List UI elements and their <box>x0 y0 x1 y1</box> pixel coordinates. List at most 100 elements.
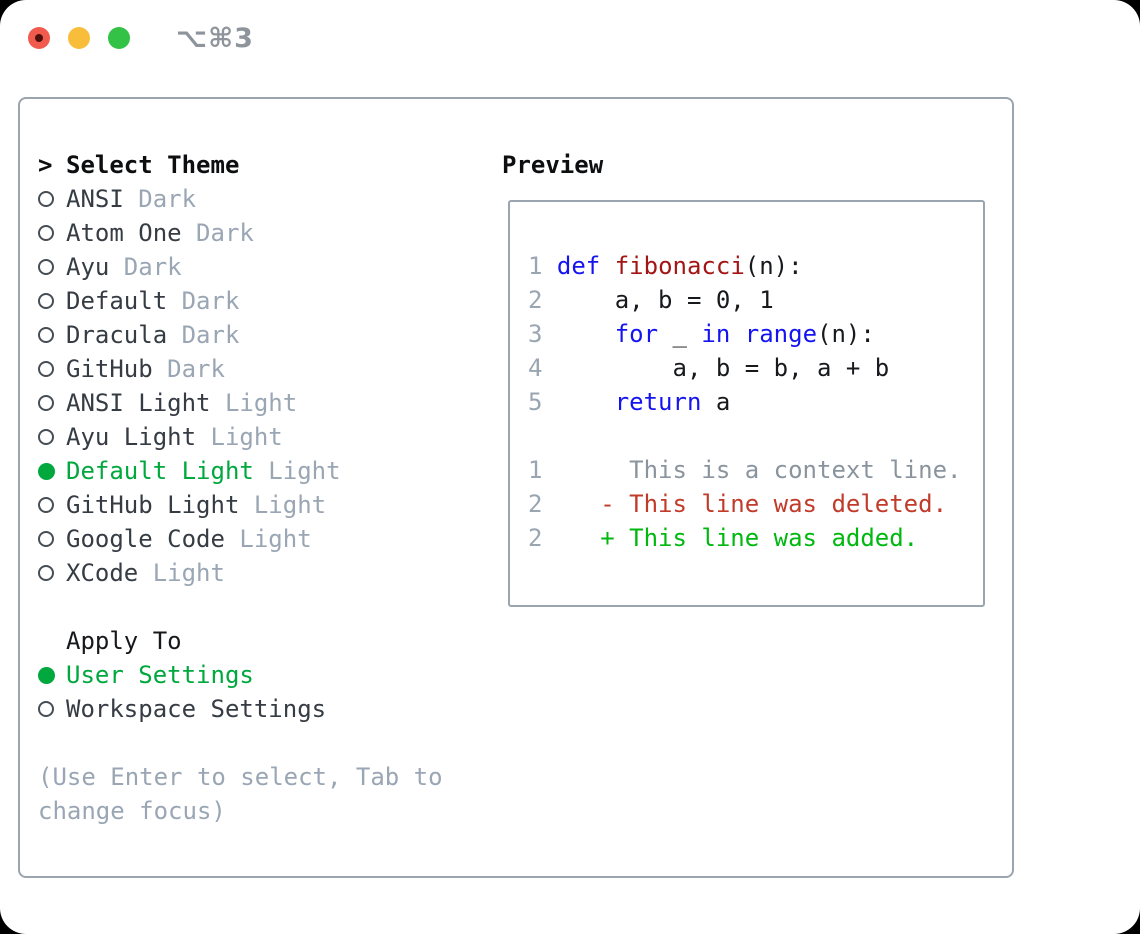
option-label: GitHub <box>66 355 153 383</box>
radio-unselected-icon <box>38 395 54 411</box>
code-segment-num: 4 <box>528 354 557 382</box>
code-segment-plain <box>557 320 615 348</box>
spacer-row <box>38 590 488 624</box>
select-theme-header: > Select Theme <box>38 148 488 182</box>
theme-option[interactable]: Google Code Light <box>38 522 488 556</box>
apply-to-title: Apply To <box>66 627 182 655</box>
radio-unselected-icon <box>38 701 54 717</box>
radio-unselected-icon <box>38 259 54 275</box>
option-label: Default Light <box>66 457 254 485</box>
theme-option[interactable]: Default Dark <box>38 284 488 318</box>
theme-variant-label: Dark <box>167 287 240 315</box>
code-line: 3 for _ in range(n): <box>528 317 983 351</box>
code-segment-num: 2 <box>528 490 543 518</box>
option-label: ANSI <box>66 185 124 213</box>
code-segment-kw: for <box>614 320 659 348</box>
radio-unselected-icon <box>38 531 54 547</box>
radio-selected-icon <box>38 666 55 684</box>
option-label: Default <box>66 287 168 315</box>
option-label: Ayu Light <box>66 423 197 451</box>
code-segment-plain: (n): <box>744 252 803 280</box>
apply-to-header: Apply To <box>38 624 488 658</box>
marker <box>38 462 66 480</box>
option-label: Atom One <box>66 219 182 247</box>
code-segment-add: + This line was added. <box>542 524 919 552</box>
code-line: 1 This is a context line. <box>528 453 983 487</box>
code-line: 5 return a <box>528 385 983 419</box>
code-segment-num: 5 <box>528 388 557 416</box>
radio-unselected-icon <box>38 361 54 377</box>
marker <box>38 497 66 513</box>
marker <box>38 327 66 343</box>
option-label: GitHub Light <box>66 491 240 519</box>
code-segment-plain <box>600 252 614 280</box>
code-segment-plain <box>730 320 744 348</box>
theme-option[interactable]: Dracula Dark <box>38 318 488 352</box>
marker <box>38 531 66 547</box>
theme-option[interactable]: Ayu Light Light <box>38 420 488 454</box>
theme-option[interactable]: GitHub Dark <box>38 352 488 386</box>
title-bar: ⌥⌘3 <box>28 23 254 54</box>
code-segment-plain: (n): <box>817 320 875 348</box>
code-segment-plain: a, b = b, a + b <box>556 354 890 382</box>
marker <box>38 225 66 241</box>
code-line: 4 a, b = b, a + b <box>528 351 983 385</box>
marker <box>38 259 66 275</box>
theme-variant-label: Dark <box>152 355 225 383</box>
code-line: 2 + This line was added. <box>528 521 983 555</box>
code-line: 2 - This line was deleted. <box>528 487 983 521</box>
radio-selected-icon <box>38 462 55 480</box>
theme-variant-label: Light <box>253 457 341 485</box>
window-title: ⌥⌘3 <box>176 22 254 54</box>
marker <box>38 429 66 445</box>
theme-option[interactable]: GitHub Light Light <box>38 488 488 522</box>
radio-unselected-icon <box>38 225 54 241</box>
apply-to-option[interactable]: User Settings <box>38 658 488 692</box>
theme-option[interactable]: XCode Light <box>38 556 488 590</box>
marker <box>38 191 66 207</box>
option-label: Ayu <box>66 253 110 281</box>
keyboard-hint: (Use Enter to select, Tab to change focu… <box>38 763 443 825</box>
radio-unselected-icon <box>38 191 54 207</box>
marker <box>38 701 66 717</box>
code-line <box>528 419 983 453</box>
code-segment-plain: _ <box>658 320 702 348</box>
theme-option[interactable]: ANSI Dark <box>38 182 488 216</box>
close-button[interactable] <box>28 27 50 49</box>
option-label: Workspace Settings <box>66 695 327 723</box>
radio-unselected-icon <box>38 497 54 513</box>
preview-title: Preview <box>502 151 604 179</box>
radio-unselected-icon <box>38 293 54 309</box>
option-label: XCode <box>66 559 139 587</box>
marker <box>38 293 66 309</box>
zoom-button[interactable] <box>108 27 130 49</box>
code-segment-num: 1 <box>528 252 557 280</box>
theme-option[interactable]: Atom One Dark <box>38 216 488 250</box>
code-segment-num: 1 <box>528 456 543 484</box>
theme-variant-label: Dark <box>181 219 254 247</box>
marker <box>38 361 66 377</box>
theme-option[interactable]: ANSI Light Light <box>38 386 488 420</box>
code-segment-plain: a <box>701 388 731 416</box>
theme-variant-label: Dark <box>167 321 240 349</box>
minimize-button[interactable] <box>68 27 90 49</box>
code-segment-num: 2 <box>528 286 557 314</box>
code-segment-kw: def <box>556 252 601 280</box>
theme-option[interactable]: Default Light Light <box>38 454 488 488</box>
prompt-icon: > <box>38 151 53 179</box>
theme-option[interactable]: Ayu Dark <box>38 250 488 284</box>
radio-unselected-icon <box>38 565 54 581</box>
unsaved-changes-dot-icon <box>35 34 43 42</box>
code-segment-ctx: This is a context line. <box>542 456 962 484</box>
theme-variant-label: Light <box>138 559 225 587</box>
apply-to-option[interactable]: Workspace Settings <box>38 692 488 726</box>
theme-variant-label: Dark <box>123 185 197 213</box>
option-label: User Settings <box>66 661 254 689</box>
marker <box>38 666 66 684</box>
